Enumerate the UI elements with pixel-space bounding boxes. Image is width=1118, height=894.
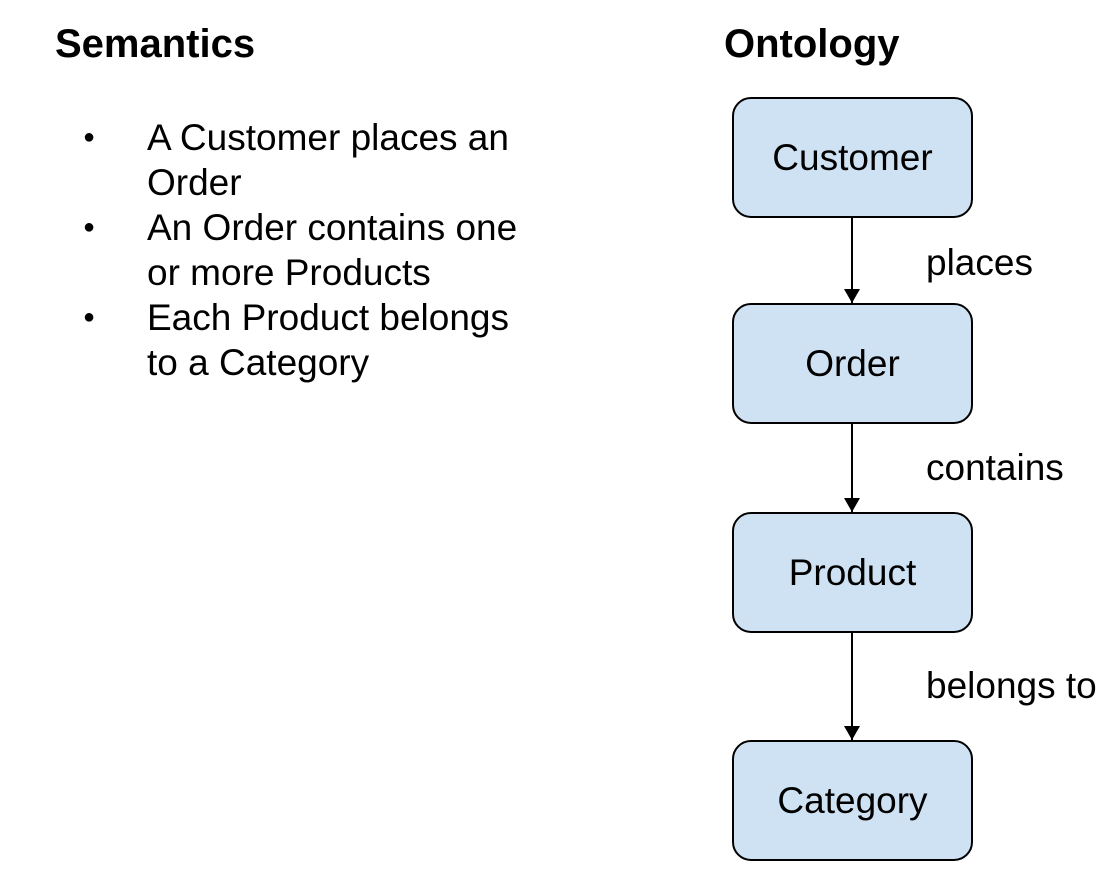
ontology-node-category: Category bbox=[732, 740, 973, 861]
arrow-customer-to-order bbox=[844, 218, 860, 303]
list-item: ● An Order contains one or more Products bbox=[83, 205, 553, 295]
list-item-text: An Order contains one or more Products bbox=[147, 205, 517, 295]
list-item-line: Order bbox=[147, 162, 242, 203]
list-item-line: to a Category bbox=[147, 342, 370, 383]
list-item-text: Each Product belongs to a Category bbox=[147, 295, 509, 385]
semantics-bullet-list: ● A Customer places an Order ● An Order … bbox=[83, 115, 553, 385]
edge-label-places: places bbox=[926, 242, 1033, 283]
arrow-order-to-product bbox=[844, 424, 860, 512]
bullet-icon: ● bbox=[83, 216, 96, 238]
arrow-product-to-category bbox=[844, 633, 860, 740]
ontology-node-product: Product bbox=[732, 512, 973, 633]
bullet-icon: ● bbox=[83, 126, 96, 148]
edge-label-contains: contains bbox=[926, 447, 1064, 488]
node-label: Customer bbox=[772, 137, 933, 178]
ontology-node-customer: Customer bbox=[732, 97, 973, 218]
bullet-icon: ● bbox=[83, 306, 96, 328]
list-item: ● A Customer places an Order bbox=[83, 115, 553, 205]
list-item-line: An Order contains one bbox=[147, 207, 518, 248]
list-item-line: or more Products bbox=[147, 252, 431, 293]
ontology-heading: Ontology bbox=[724, 22, 900, 66]
list-item-text: A Customer places an Order bbox=[147, 115, 509, 205]
list-item-line: A Customer places an bbox=[147, 117, 509, 158]
node-label: Order bbox=[805, 343, 900, 384]
list-item-line: Each Product belongs bbox=[147, 297, 510, 338]
ontology-node-order: Order bbox=[732, 303, 973, 424]
list-item: ● Each Product belongs to a Category bbox=[83, 295, 553, 385]
node-label: Product bbox=[788, 552, 917, 593]
semantics-heading: Semantics bbox=[55, 22, 256, 66]
node-label: Category bbox=[777, 780, 928, 821]
edge-label-belongs-to: belongs to bbox=[926, 665, 1097, 706]
